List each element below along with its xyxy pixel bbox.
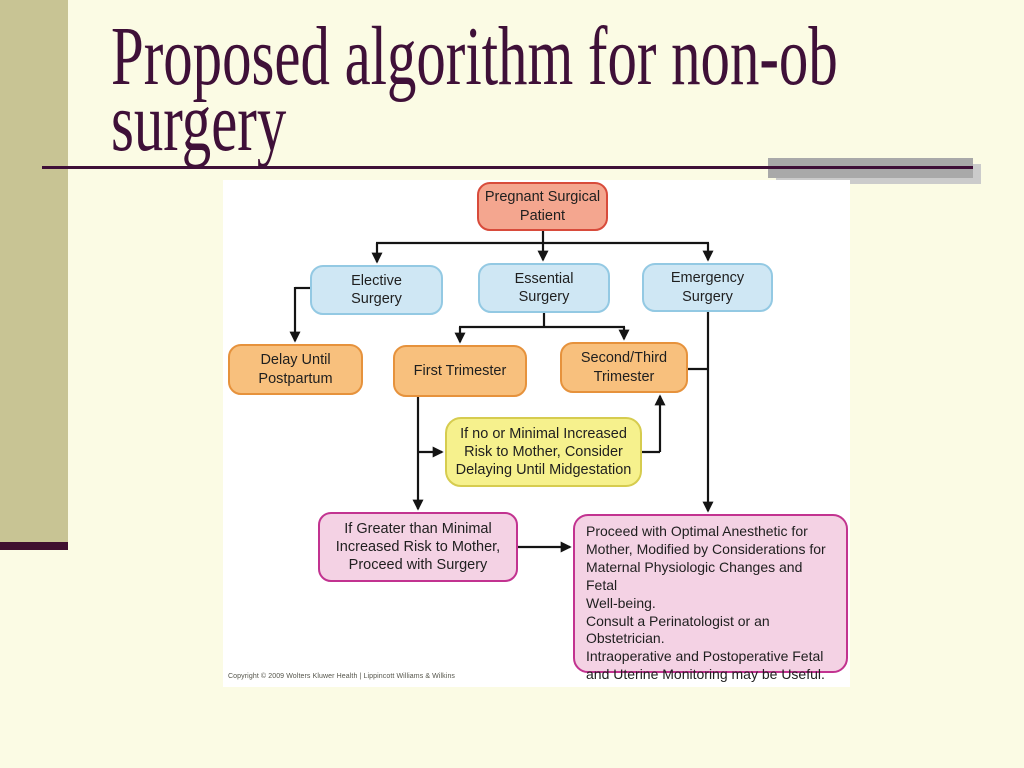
node-second-third-trimester: Second/Third Trimester (560, 342, 688, 393)
node-first-trimester: First Trimester (393, 345, 527, 397)
title-rule (42, 166, 973, 169)
node-label: Emergency Surgery (670, 270, 745, 305)
flowchart-figure: Pregnant Surgical Patient Elective Surge… (223, 180, 850, 687)
node-proceed-optimal-anesthetic: Proceed with Optimal Anesthetic for Moth… (573, 514, 848, 682)
node-label: First Trimester (413, 362, 507, 379)
node-label: Pregnant Surgical Patient (484, 189, 601, 224)
node-elective-surgery: Elective Surgery (310, 265, 443, 315)
node-emergency-surgery: Emergency Surgery (642, 263, 773, 312)
node-label: Delay Until Postpartum (258, 352, 333, 387)
slide-title: Proposed algorithm for non-ob surgery (111, 10, 838, 169)
node-greater-risk-proceed-surgery: If Greater than Minimal Increased Risk t… (318, 512, 518, 582)
node-delay-until-postpartum: Delay Until Postpartum (228, 344, 363, 395)
node-label: If Greater than Minimal Increased Risk t… (335, 520, 501, 574)
flowchart-connectors (289, 231, 714, 553)
sidebar-footer-bar (0, 542, 68, 550)
node-label: Elective Surgery (351, 272, 402, 307)
node-label: If no or Minimal Increased Risk to Mothe… (455, 425, 632, 479)
node-pregnant-surgical-patient: Pregnant Surgical Patient (477, 182, 608, 231)
node-label: Proceed with Optimal Anesthetic for Moth… (586, 523, 826, 683)
sidebar-accent-bar (0, 0, 68, 542)
copyright-notice: Copyright © 2009 Wolters Kluwer Health |… (228, 673, 456, 680)
node-essential-surgery: Essential Surgery (478, 263, 610, 313)
node-label: Essential Surgery (514, 270, 574, 305)
node-label: Second/Third Trimester (580, 350, 668, 385)
node-minimal-risk-delay-midgestation: If no or Minimal Increased Risk to Mothe… (445, 417, 642, 487)
